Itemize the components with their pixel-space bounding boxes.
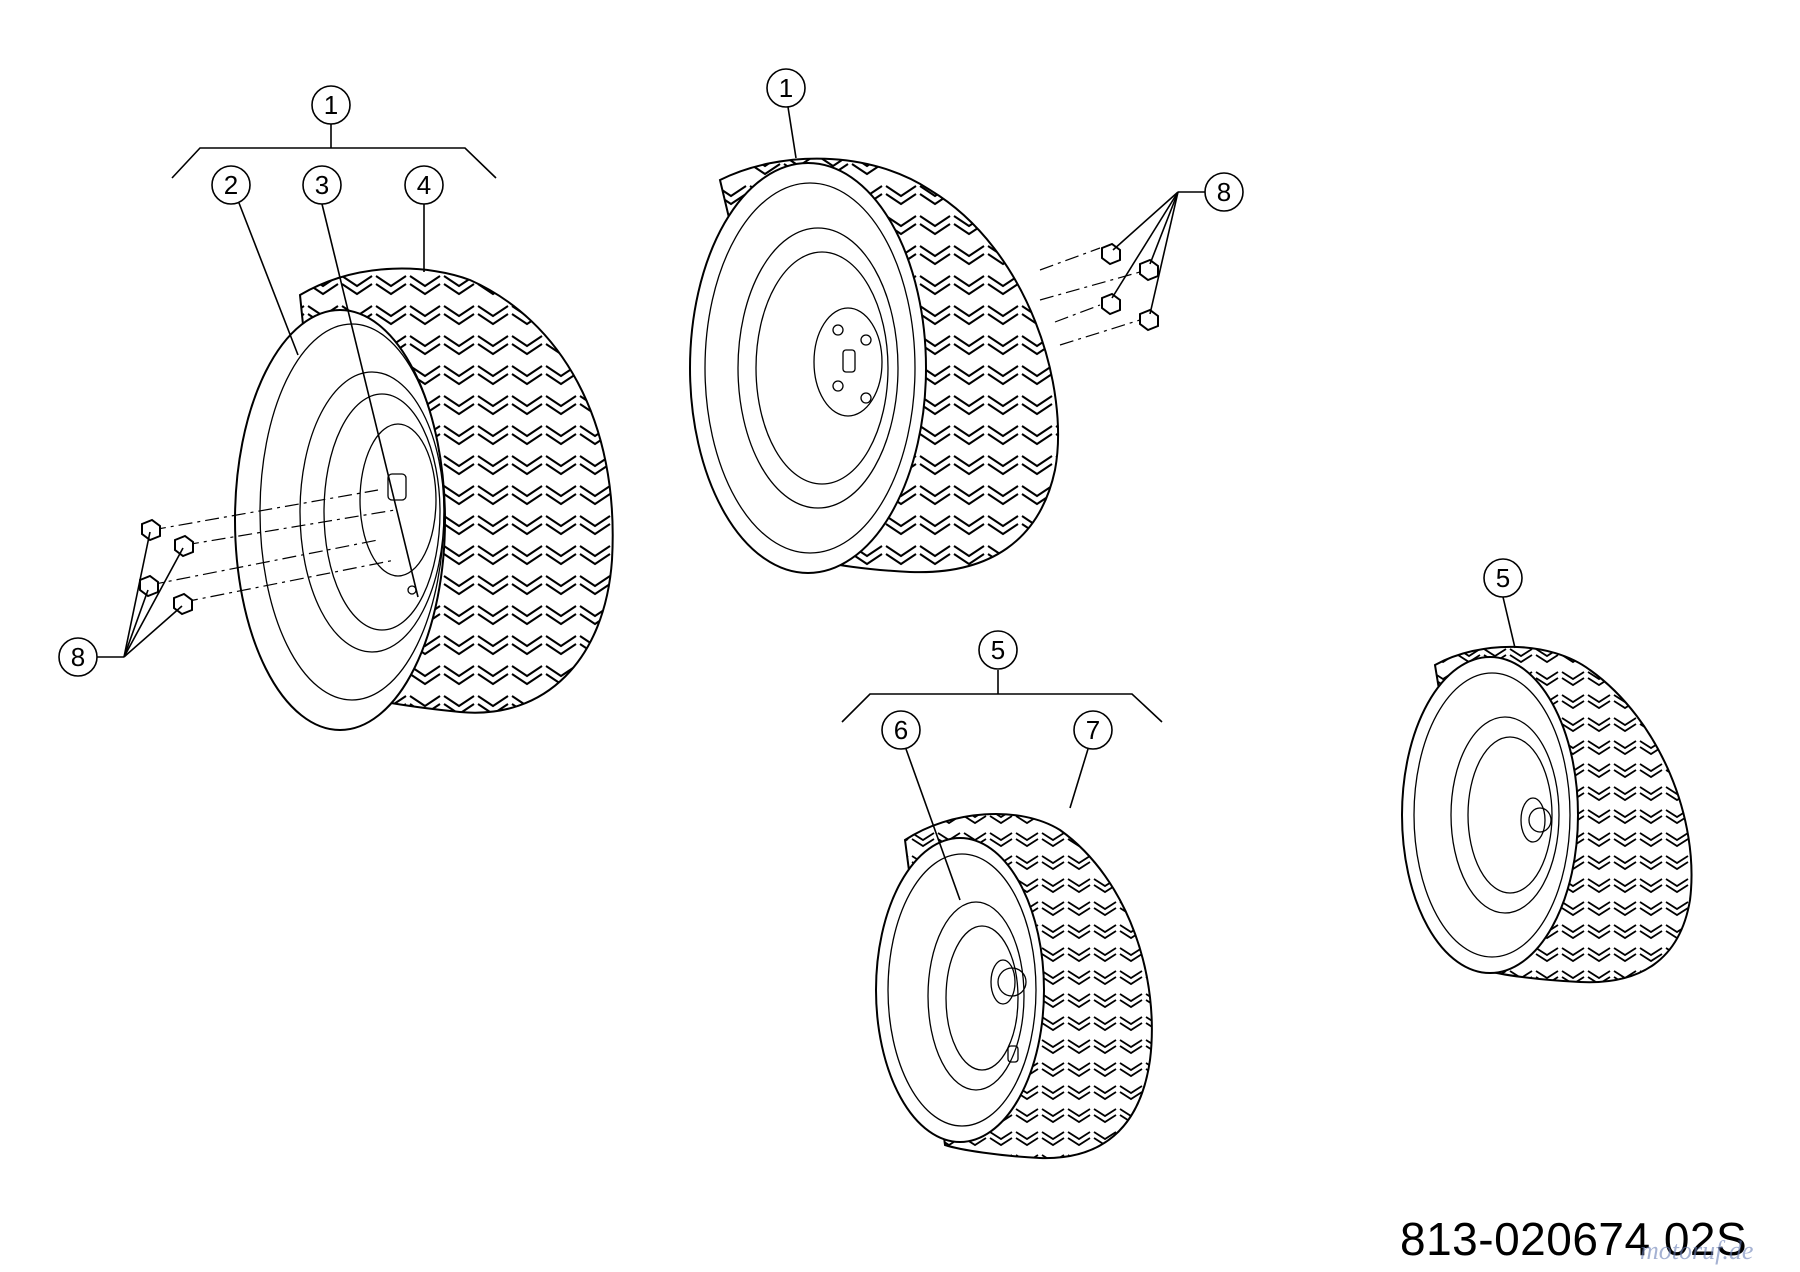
lug-nut xyxy=(1101,292,1121,316)
rear-wheel-left xyxy=(234,267,614,731)
axle-hub xyxy=(990,959,1016,1005)
hub-slot xyxy=(842,349,856,373)
tire-sidewall xyxy=(689,162,927,574)
svg-text:5: 5 xyxy=(1496,563,1510,593)
callout-7: 7 xyxy=(1073,710,1113,750)
lug-nut xyxy=(1101,242,1121,266)
lug-nuts-left xyxy=(139,489,396,616)
lug-nut xyxy=(139,574,159,598)
svg-text:8: 8 xyxy=(71,642,85,672)
svg-text:2: 2 xyxy=(224,170,238,200)
valve-stem xyxy=(1007,1045,1019,1063)
svg-text:1: 1 xyxy=(324,90,338,120)
svg-text:1: 1 xyxy=(779,73,793,103)
callout-2: 2 xyxy=(211,165,251,205)
rim xyxy=(1450,716,1560,914)
bracket-1 xyxy=(171,147,497,179)
svg-text:7: 7 xyxy=(1086,715,1100,745)
tire-sidewall xyxy=(234,309,446,731)
svg-text:6: 6 xyxy=(894,715,908,745)
callout-8-left: 8 xyxy=(58,637,98,677)
rim xyxy=(927,901,1025,1091)
lug-nuts-right xyxy=(1039,242,1159,346)
callout-3: 3 xyxy=(302,165,342,205)
callout-1-left: 1 xyxy=(311,85,351,125)
front-wheel-left xyxy=(875,812,1153,1160)
callout-8-right: 8 xyxy=(1204,172,1244,212)
callout-5-right: 5 xyxy=(1483,558,1523,598)
svg-text:3: 3 xyxy=(315,170,329,200)
part-number: 813-020674 02S xyxy=(1400,1213,1748,1265)
callout-1-right: 1 xyxy=(766,68,806,108)
svg-text:8: 8 xyxy=(1217,177,1231,207)
rim xyxy=(299,371,445,653)
callout-4: 4 xyxy=(404,165,444,205)
rear-wheel-right xyxy=(689,157,1059,574)
lug-nut xyxy=(174,534,194,558)
lug-nut xyxy=(1139,258,1159,282)
lug-nut xyxy=(1139,308,1159,332)
watermark-logo: motoruf.de xyxy=(1640,1236,1754,1265)
callout-6: 6 xyxy=(881,710,921,750)
hub-slot xyxy=(387,473,407,501)
tire-sidewall xyxy=(875,837,1045,1143)
lug-nut xyxy=(141,518,161,542)
hub xyxy=(813,307,883,417)
rim xyxy=(737,227,899,509)
tire-sidewall xyxy=(1401,656,1579,974)
svg-text:5: 5 xyxy=(991,635,1005,665)
bracket-5 xyxy=(841,693,1163,723)
svg-text:4: 4 xyxy=(417,170,431,200)
front-wheel-right xyxy=(1401,645,1693,984)
axle-hub xyxy=(1520,797,1546,843)
callout-5-center: 5 xyxy=(978,630,1018,670)
